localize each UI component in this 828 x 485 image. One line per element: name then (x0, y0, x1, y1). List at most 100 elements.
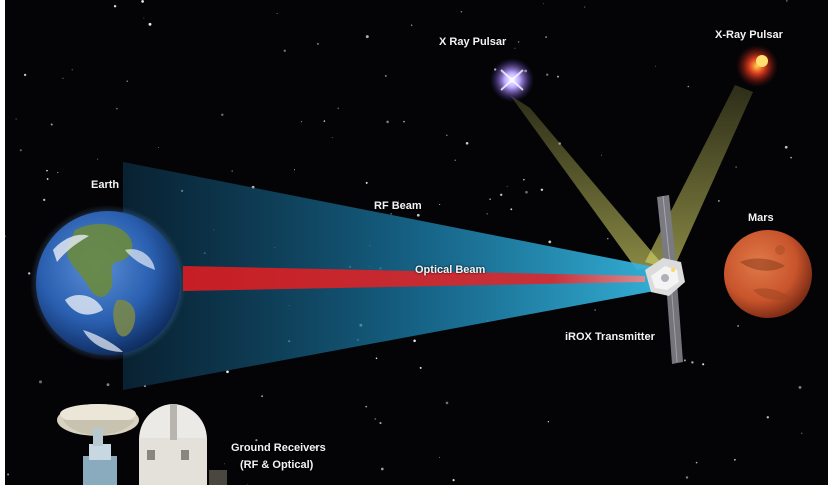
star (445, 401, 449, 405)
pulsar-right-cone (645, 85, 753, 270)
star (410, 24, 413, 26)
star (19, 149, 22, 152)
star (594, 309, 596, 311)
star (231, 170, 233, 172)
star (718, 200, 720, 202)
star (790, 156, 792, 159)
star (584, 6, 586, 8)
star (113, 4, 117, 8)
star (46, 178, 49, 180)
star (452, 479, 455, 482)
star (691, 361, 694, 364)
star (735, 166, 737, 168)
x-ray-pulsar-icon (736, 45, 778, 87)
star (540, 188, 544, 192)
star (116, 107, 118, 110)
star (365, 35, 369, 39)
star (157, 147, 159, 148)
star (221, 113, 224, 117)
star (50, 123, 53, 126)
star (365, 405, 368, 408)
star (801, 432, 803, 434)
star (786, 0, 788, 2)
mars-icon (724, 230, 812, 318)
pulsar-left-cone (510, 95, 663, 270)
space-scene: X Ray Pulsar X-Ray Pulsar Earth RF Beam … (5, 0, 828, 485)
star (545, 36, 548, 39)
observatory-dome-icon (139, 404, 227, 485)
star (62, 77, 64, 79)
earth-icon (36, 211, 180, 355)
star (685, 476, 689, 479)
star (439, 203, 441, 206)
star (390, 212, 393, 215)
star (365, 181, 368, 184)
ground-receivers-label: Ground Receivers (231, 442, 326, 454)
star (798, 385, 802, 389)
star (379, 422, 382, 425)
star (28, 272, 31, 275)
star (71, 69, 73, 71)
scene-graphics (5, 0, 812, 485)
star (384, 74, 387, 77)
star (506, 185, 508, 187)
star (607, 238, 609, 240)
star (143, 17, 145, 19)
optical-beam-label: Optical Beam (415, 264, 486, 276)
star (486, 213, 488, 215)
x-ray-pulsar-label-left: X Ray Pulsar (439, 36, 507, 48)
star (148, 22, 152, 26)
star (514, 47, 516, 49)
star (734, 458, 736, 461)
star (489, 198, 491, 200)
star (646, 335, 648, 337)
star (548, 240, 552, 244)
star (141, 0, 144, 3)
radio-dish-icon (57, 404, 139, 485)
star (276, 12, 278, 14)
earth-label: Earth (91, 179, 120, 191)
ground-receivers-sublabel: (RF & Optical) (240, 459, 314, 471)
star (510, 208, 513, 211)
star (397, 200, 399, 202)
star (106, 383, 110, 387)
star (460, 10, 463, 13)
star (224, 463, 225, 465)
star (293, 169, 295, 171)
star (543, 3, 545, 5)
star (403, 120, 405, 123)
star (446, 134, 448, 137)
optical-beam (183, 266, 645, 291)
star (97, 158, 99, 160)
star (546, 73, 549, 76)
star (413, 339, 416, 343)
star (784, 145, 788, 149)
star (316, 42, 319, 45)
star (126, 80, 128, 82)
transmitter-label: iROX Transmitter (565, 331, 655, 343)
x-ray-pulsar-label-right: X-Ray Pulsar (715, 29, 783, 41)
star (517, 41, 520, 43)
star (337, 107, 340, 110)
star (702, 363, 705, 366)
star (43, 198, 46, 202)
star (525, 190, 528, 194)
star (255, 439, 258, 442)
star (556, 75, 560, 78)
star (695, 461, 698, 464)
star (374, 418, 377, 420)
star (375, 357, 378, 360)
star (261, 395, 264, 398)
star (737, 325, 739, 327)
star (283, 49, 286, 52)
star (5, 235, 6, 238)
star (15, 118, 17, 120)
star (419, 366, 422, 369)
star (465, 142, 469, 145)
star (323, 120, 326, 122)
star (687, 85, 690, 88)
star (226, 370, 229, 374)
star (683, 359, 686, 362)
star (547, 421, 550, 423)
